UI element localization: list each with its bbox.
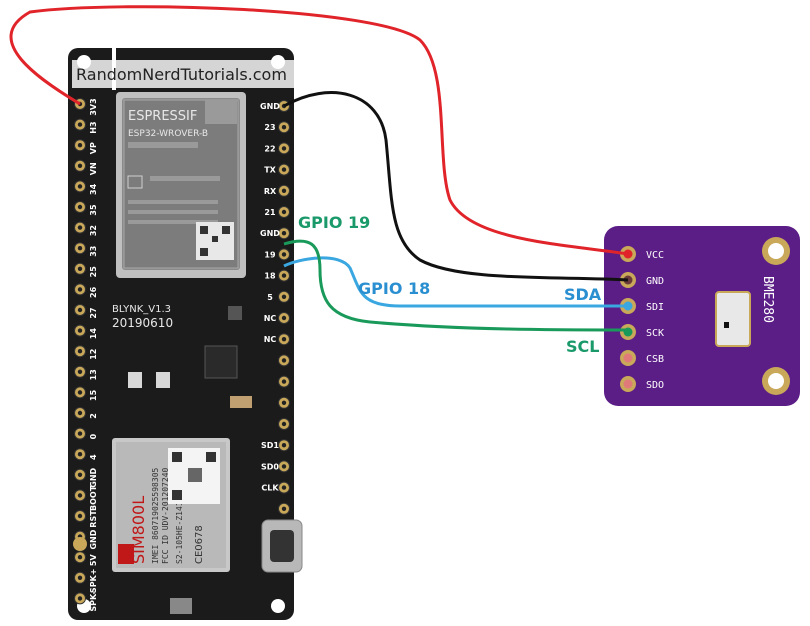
pin-label: 2 bbox=[89, 413, 98, 419]
board-date: 20190610 bbox=[112, 316, 173, 330]
pin-label: GND bbox=[89, 467, 98, 487]
vcc-wire bbox=[9, 5, 629, 256]
watermark: RandomNerdTutorials.com bbox=[76, 65, 287, 84]
wires bbox=[9, 5, 629, 332]
pin-label: RST bbox=[89, 510, 98, 528]
sensor-pin-label: SCK bbox=[646, 328, 664, 339]
pin-label: CLK bbox=[261, 484, 279, 493]
pin-label: GND bbox=[260, 229, 280, 238]
sim-line3: S2-105HE-Z141B bbox=[175, 496, 184, 564]
module-model: ESP32-WROVER-B bbox=[128, 129, 208, 139]
pin-label: GND bbox=[89, 529, 98, 549]
sensor-pin-label: GND bbox=[646, 276, 664, 287]
antenna-connector bbox=[73, 537, 87, 551]
sensor-name: BME280 bbox=[760, 276, 775, 323]
pin-label: 25 bbox=[89, 266, 98, 278]
sim-ce: CE0678 bbox=[194, 525, 205, 564]
gpio18-label: GPIO 18 bbox=[358, 279, 430, 298]
pin-label: 21 bbox=[264, 208, 276, 217]
pin-label: 19 bbox=[264, 250, 276, 259]
pin-label: BOOT bbox=[89, 485, 98, 511]
scl-wire bbox=[283, 239, 629, 332]
bme280-sensor: BME280 VCC GND SDI SCK CSB SDO bbox=[604, 226, 800, 406]
pin-label: 18 bbox=[264, 272, 276, 281]
pin-label: 3V3 bbox=[89, 98, 98, 115]
component bbox=[128, 372, 142, 388]
pin-label: VN bbox=[89, 162, 98, 175]
module-brand: ESPRESSIF bbox=[128, 109, 197, 124]
sensor-pin-label: SDI bbox=[646, 302, 664, 313]
pin-label: 27 bbox=[89, 307, 98, 318]
sda-wire bbox=[283, 256, 628, 308]
component bbox=[156, 372, 170, 388]
pin-label: 5V bbox=[89, 554, 98, 567]
sim-fcc: FCC ID UDV-201207240 bbox=[161, 467, 170, 564]
left-pin-header: 3V3H3VPVN3435323325262714121315204GNDBOO… bbox=[74, 98, 98, 612]
pin-label: 35 bbox=[89, 204, 98, 216]
pin-label: 34 bbox=[89, 183, 98, 195]
mount-hole bbox=[768, 243, 784, 259]
pin-label: 33 bbox=[89, 246, 98, 257]
pin-label: SD0 bbox=[261, 462, 279, 471]
sim-logo bbox=[118, 544, 134, 564]
pin-label: 14 bbox=[89, 328, 98, 340]
pin-label: 5 bbox=[267, 293, 273, 302]
sda-label: SDA bbox=[564, 285, 602, 304]
sim800l-module: SIM800L IMEI 860719025598305 FCC ID UDV-… bbox=[112, 438, 230, 572]
pin-label: 0 bbox=[89, 433, 98, 439]
pin-label: 15 bbox=[89, 389, 98, 401]
mount-hole bbox=[768, 373, 784, 389]
gpio19-label: GPIO 19 bbox=[298, 213, 370, 232]
pin-label: GND bbox=[260, 102, 280, 111]
sim-imei: IMEI 860719025598305 bbox=[151, 467, 160, 564]
pin-label: 32 bbox=[89, 225, 98, 236]
pin-label: NC bbox=[264, 314, 277, 323]
esp32-module: ESPRESSIF ESP32-WROVER-B bbox=[116, 92, 246, 278]
sensor-pin-label: CSB bbox=[646, 354, 664, 365]
component bbox=[230, 396, 252, 408]
pin-label: 12 bbox=[89, 349, 98, 360]
pin-label: H3 bbox=[89, 121, 98, 133]
component bbox=[228, 306, 242, 320]
reset-button bbox=[170, 598, 192, 614]
scl-label: SCL bbox=[566, 337, 599, 356]
board-name: BLYNK_V1.3 bbox=[112, 304, 171, 315]
bme280-chip bbox=[715, 291, 751, 347]
pin-label: SPK- bbox=[89, 591, 98, 611]
pin-label: NC bbox=[264, 335, 277, 344]
pin-label: 22 bbox=[264, 144, 275, 153]
pin-label: 4 bbox=[89, 454, 98, 460]
pin-label: 23 bbox=[264, 123, 275, 132]
pin-label: 13 bbox=[89, 369, 98, 380]
sensor-pin-label: VCC bbox=[646, 250, 664, 261]
pin-label: RX bbox=[264, 187, 277, 196]
mount-hole bbox=[271, 599, 285, 613]
pin-label: SD1 bbox=[261, 441, 279, 450]
pin-label: 26 bbox=[89, 286, 98, 298]
gnd-wire bbox=[283, 91, 629, 282]
pin-label: VP bbox=[89, 142, 98, 154]
sensor-pin-label: SDO bbox=[646, 380, 664, 391]
pin-label: TX bbox=[264, 166, 276, 175]
chip-ic bbox=[204, 345, 238, 379]
pin-label: SPK+ bbox=[89, 569, 98, 594]
